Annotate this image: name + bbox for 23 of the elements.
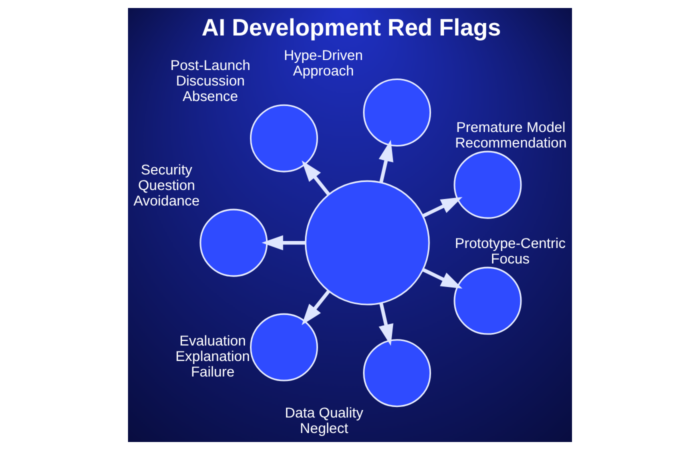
node-label: Hype-Driven Approach xyxy=(284,48,363,80)
arrow xyxy=(262,235,306,250)
node-circle xyxy=(363,339,432,408)
arrow xyxy=(302,290,330,326)
diagram-title: AI Development Red Flags xyxy=(202,15,501,42)
node-label: Security Question Avoidance xyxy=(133,162,200,210)
node-circle xyxy=(454,266,522,335)
node-label: Premature Model Recommendation xyxy=(455,120,567,152)
node-label: Post-Launch Discussion Absence xyxy=(170,58,250,106)
arrow xyxy=(422,268,462,289)
node-circle xyxy=(454,150,522,219)
arrow xyxy=(302,160,330,196)
node-label: Prototype-Centric Focus xyxy=(454,236,566,268)
arrow xyxy=(378,140,394,184)
node-circle xyxy=(250,104,318,172)
arrow xyxy=(378,302,394,346)
node-label: Evaluation Explanation Failure xyxy=(176,334,250,380)
node-circle xyxy=(304,180,430,306)
node-circle xyxy=(363,78,432,147)
node-circle xyxy=(250,313,318,382)
arrow xyxy=(422,196,462,218)
node-circle xyxy=(200,208,268,277)
node-label: Data Quality Neglect xyxy=(284,406,364,438)
